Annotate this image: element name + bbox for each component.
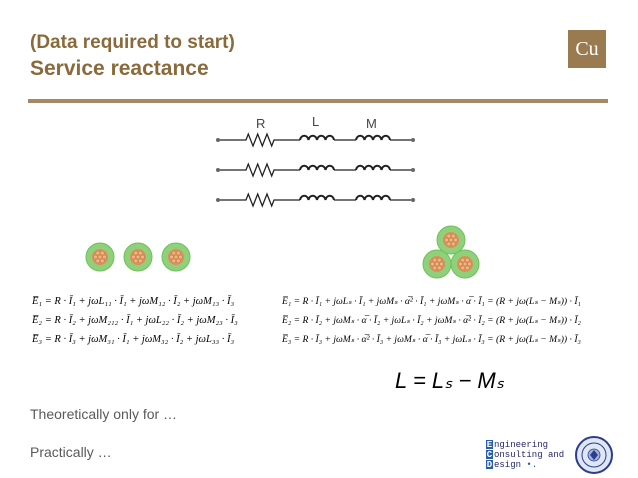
- terminal-dot: [411, 168, 415, 172]
- terminal-dot: [216, 138, 220, 142]
- label-l: L: [312, 114, 319, 129]
- note-practically: Practically …: [30, 444, 112, 460]
- title-divider: [28, 99, 608, 103]
- result-equation: L = Lₛ − Mₛ: [395, 368, 504, 393]
- mutual-coil: [355, 134, 391, 141]
- label-r: R: [256, 116, 265, 131]
- inductor-coil: [299, 164, 335, 171]
- cable-cross-section: [436, 225, 466, 255]
- terminal-dot: [411, 138, 415, 142]
- mutual-coil: [355, 194, 391, 201]
- cable-cross-section: [123, 242, 153, 272]
- equation-right-3: E̅₃ = R · Ī₃ + jωMₛ · α̅² · Ī₃ + jωMₛ · …: [282, 334, 581, 345]
- copper-badge: Cu: [568, 30, 606, 68]
- inductor-coil: [299, 134, 335, 141]
- equation-right-2: E̅₂ = R · Ī₂ + jωMₛ · α̅ · Ī₂ + jωLₛ · Ī…: [282, 315, 581, 326]
- equation-left-2: E̅₂ = R · Ī₂ + jωM₂₁₂ · Ī₁ + jωL₂₂ · Ī₂ …: [32, 315, 238, 326]
- inductor-coil: [299, 194, 335, 201]
- cable-cross-section: [450, 249, 480, 279]
- cable-cross-section: [422, 249, 452, 279]
- slide-title-line1: (Data required to start): [30, 32, 235, 53]
- resistor-wire: [220, 132, 300, 148]
- terminal-dot: [411, 198, 415, 202]
- note-theoretically: Theoretically only for …: [30, 406, 178, 422]
- mutual-coil: [355, 164, 391, 171]
- equation-left-1: E̅₁ = R · Ī₁ + jωL₁₁ · Ī₁ + jωM₁₂ · Ī₂ +…: [32, 296, 235, 307]
- terminal-dot: [216, 198, 220, 202]
- cable-cross-section: [85, 242, 115, 272]
- slide-title-line2: Service reactance: [30, 57, 209, 80]
- university-seal-icon: [575, 436, 613, 474]
- label-m: M: [366, 116, 377, 131]
- resistor-wire: [220, 162, 300, 178]
- resistor-wire: [220, 192, 300, 208]
- equation-left-3: E̅₃ = R · Ī₃ + jωM₃₁ · Ī₁ + jωM₃₂ · Ī₂ +…: [32, 334, 235, 345]
- equation-right-1: E̅₁ = R · Ī₁ + jωLₛ · Ī₁ + jωMₛ · α̅² · …: [282, 296, 581, 307]
- terminal-dot: [216, 168, 220, 172]
- cable-cross-section: [161, 242, 191, 272]
